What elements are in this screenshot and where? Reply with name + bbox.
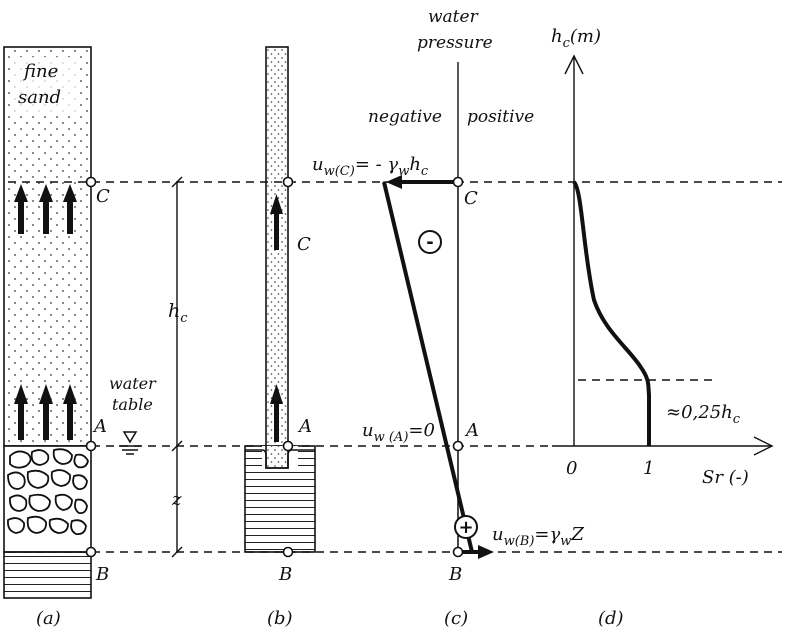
panel-c: water pressure negative positive C A B -…: [312, 7, 584, 629]
panel-b: C A B (b): [244, 46, 316, 629]
up-arrow-icon: [39, 184, 53, 234]
capillary-arrows-tube: [270, 194, 283, 442]
up-arrow-icon: [63, 184, 77, 234]
ua-formula: uw (A)=0: [362, 420, 435, 445]
positive-sign: +: [458, 517, 473, 538]
point-a-marker: [85, 440, 97, 452]
clay-base: [3, 551, 92, 599]
x-axis-label: Sr (-): [702, 467, 749, 488]
point-b-label: B: [448, 564, 462, 585]
point-c-label: C: [297, 234, 311, 255]
up-arrow-icon: [270, 194, 283, 250]
y-axis-label: hc(m): [551, 26, 601, 51]
z-dimension-label: z: [171, 489, 182, 510]
pressure-profile-line: [382, 181, 474, 553]
up-arrow-icon: [14, 184, 28, 234]
up-arrow-icon: [270, 384, 283, 442]
point-b-marker: [85, 546, 97, 558]
x-axis: [552, 436, 774, 456]
capillary-arrows-upper: [14, 184, 77, 234]
up-arrow-icon: [63, 384, 77, 440]
positive-pressure-arrow: [458, 545, 494, 559]
up-arrow-icon: [39, 384, 53, 440]
negative-sign: -: [426, 232, 433, 253]
point-c-marker: [282, 176, 294, 188]
point-c-marker: [452, 176, 464, 188]
negative-pressure-arrow: [386, 175, 458, 189]
panel-a-caption: (a): [36, 608, 61, 629]
saturation-curve: [572, 180, 651, 446]
capillary-arrows-lower: [14, 384, 77, 440]
gravel-stones: [7, 448, 89, 535]
positive-side-label: positive: [467, 107, 534, 127]
point-a-marker: [282, 440, 294, 452]
y-axis: [564, 54, 584, 446]
negative-sign-icon: -: [418, 230, 442, 254]
fine-sand-label-line2: sand: [18, 87, 61, 108]
point-a-marker: [452, 440, 464, 452]
panel-b-caption: (b): [267, 608, 293, 629]
water-pressure-title-line1: water: [428, 7, 479, 27]
fine-sand-column: [3, 46, 92, 447]
x-tick-0: 0: [566, 458, 577, 479]
capillary-tube: [265, 46, 289, 469]
point-b-label: B: [95, 564, 109, 585]
point-c-marker: [85, 176, 97, 188]
point-c-label: C: [96, 186, 110, 207]
up-arrow-icon: [14, 384, 28, 440]
point-b-marker: [282, 546, 294, 558]
negative-side-label: negative: [368, 107, 442, 127]
dimension-lines: [171, 176, 183, 558]
x-tick-1: 1: [643, 458, 654, 479]
point-a-label: A: [92, 416, 107, 437]
panel-d: hc(m) ≈0,25hc 0 1 Sr (-) (d): [551, 26, 774, 629]
water-table-icon: [119, 431, 141, 455]
point-b-marker: [452, 546, 464, 558]
hc-dimension-label: hc: [168, 300, 188, 326]
point-b-label: B: [278, 564, 292, 585]
quarter-hc-marker-label: ≈0,25hc: [666, 402, 741, 427]
ub-formula: uw(B)=γwZ: [492, 524, 584, 549]
water-table-label-line1: water: [109, 374, 157, 393]
positive-sign-icon: +: [454, 515, 478, 539]
water-table-label-line2: table: [112, 395, 153, 414]
panel-d-caption: (d): [598, 608, 624, 629]
fine-sand-label-line1: fine: [22, 61, 58, 82]
water-pressure-title-line2: pressure: [417, 33, 493, 53]
uc-formula: uw(C)= - γwhc: [312, 154, 429, 179]
x-axis-arrow-icon: [753, 436, 774, 456]
panel-a: fine sand C A B water table (a): [3, 46, 157, 629]
panel-c-caption: (c): [444, 608, 468, 629]
reference-lines: [8, 181, 782, 553]
point-a-label: A: [464, 420, 479, 441]
y-axis-arrow-icon: [564, 54, 584, 75]
point-a-label: A: [297, 416, 312, 437]
point-c-label: C: [464, 188, 478, 209]
